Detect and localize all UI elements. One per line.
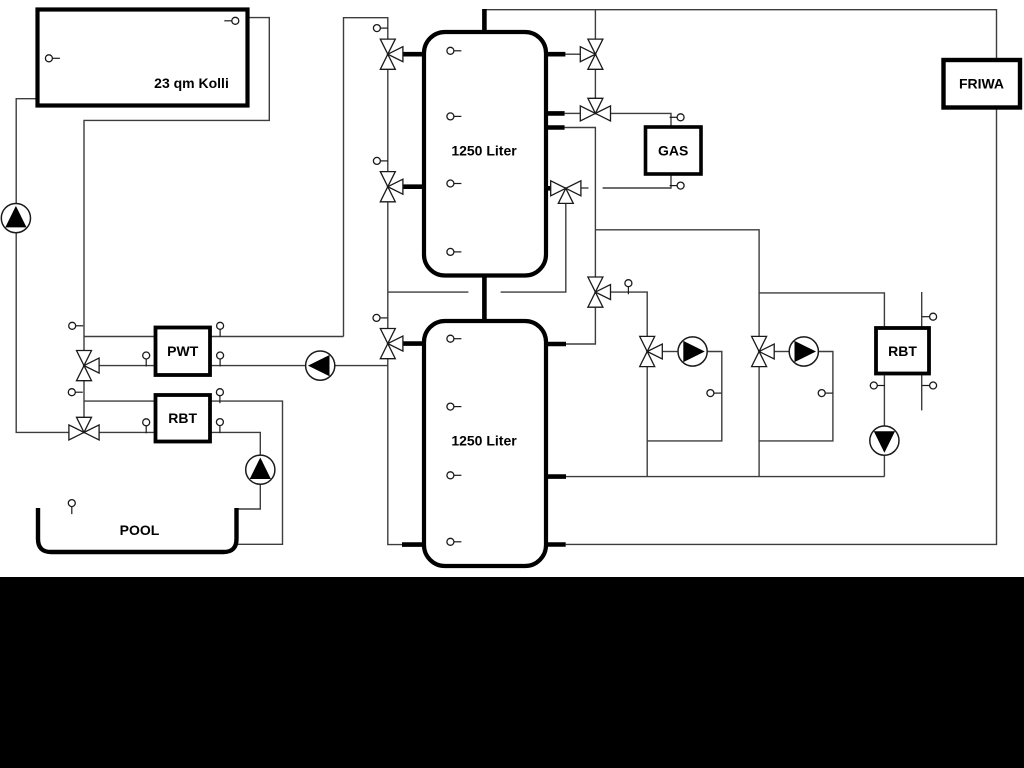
pipe-branch-to-rbt-heating bbox=[759, 292, 886, 327]
pwt-box bbox=[153, 325, 212, 377]
pipe-to-tank2-bottom-left bbox=[387, 358, 402, 546]
pool-basin bbox=[35, 508, 239, 555]
buffer-tank-2-label: 1250 Liter bbox=[451, 433, 517, 449]
pipe-rbt-lower-to-pool-pump bbox=[99, 431, 261, 456]
pwt-label: PWT bbox=[167, 343, 199, 359]
pump-icon-pwt bbox=[304, 350, 336, 381]
pipe-pool-pump-to-pool bbox=[237, 484, 261, 510]
buffer-tank-1-label: 1250 Liter bbox=[451, 143, 517, 159]
footer-band bbox=[0, 577, 1024, 768]
pipe-branch-to-hk2 bbox=[595, 229, 760, 337]
rbt-pool-label: RBT bbox=[168, 410, 197, 426]
rbt-pool-box bbox=[153, 393, 212, 444]
buffer-tank-2-box bbox=[421, 318, 549, 569]
pump-icon-pool bbox=[244, 454, 276, 486]
pipe-solar-pump-to-rbt-valve bbox=[15, 233, 69, 434]
pool-label: POOL bbox=[120, 522, 160, 538]
gas-boiler-label: GAS bbox=[658, 143, 688, 159]
pipe-tank1-stub3-down bbox=[564, 126, 597, 277]
buffer-tank-1-box bbox=[421, 29, 549, 278]
solar-collector-label: 23 qm Kolli bbox=[154, 75, 229, 91]
pipe-hk1-loop bbox=[646, 350, 723, 442]
components: 23 qm Kolli 1250 Liter 1250 Liter GAS FR… bbox=[35, 7, 1023, 569]
pipe-gas-return-a bbox=[602, 173, 672, 189]
solar-collector-box bbox=[35, 7, 250, 108]
rbt-heating-box bbox=[874, 326, 931, 376]
friwa-box bbox=[941, 57, 1023, 110]
pump-icon-rbt-heating bbox=[869, 425, 900, 456]
friwa-label: FRIWA bbox=[959, 76, 1004, 92]
pump-icon-heating-circuit-2 bbox=[788, 336, 820, 367]
pipe-top-line-friwa bbox=[484, 9, 998, 546]
gas-boiler-box bbox=[643, 125, 703, 176]
pipe-collector-to-pwt-valve bbox=[83, 16, 270, 351]
rbt-heating-label: RBT bbox=[888, 343, 917, 359]
pipe-valve3-down-left-a bbox=[500, 203, 567, 293]
pipe-hk2-loop bbox=[758, 350, 834, 442]
pipe-valve4-branch-to-hk1 bbox=[610, 291, 648, 337]
pipe-valve2-to-gas bbox=[610, 112, 672, 128]
pump-icon-heating-circuit-1 bbox=[677, 336, 708, 367]
pipe-valve4-to-tank2 bbox=[566, 307, 597, 345]
pipe-collector-to-solar-pump bbox=[15, 98, 38, 204]
pump-icon-solar bbox=[0, 202, 32, 234]
